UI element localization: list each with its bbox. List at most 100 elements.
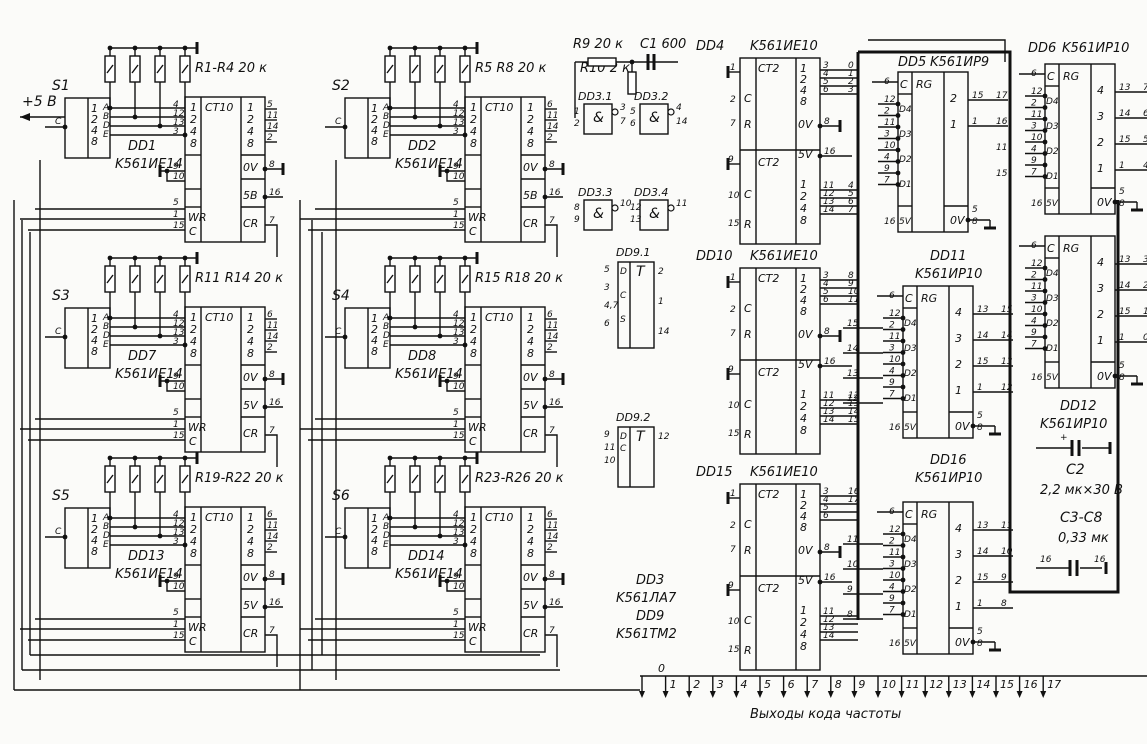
resistor-hatch [106,474,114,484]
pin-number: 8 [574,203,580,213]
output-weight: 8 [247,137,254,150]
pin-number: 12 [847,394,859,404]
arrow-down-icon [993,691,999,698]
output-arrow-10: 10 [875,676,896,698]
nand-gate-body [583,103,613,135]
pin-number: 10 [173,582,185,592]
output-weight: 1 [247,511,254,524]
pin-number: 4 [453,510,459,520]
pin-number: 11 [847,535,858,545]
chip-function: CT2 [758,62,779,75]
pin-number: 3 [453,127,459,137]
pin-number: 16 [1031,373,1043,383]
resistor-hatch [461,274,469,284]
resistor-hatch [436,274,444,284]
resistor-hatch [436,474,444,484]
pin-number: 7 [1031,168,1037,178]
junction-dot [1042,93,1048,99]
pin-function: 5B [243,189,258,202]
switch-label: S5 [52,488,70,504]
pin-number: 10 [1031,305,1043,315]
chip-designator: DD14 [408,549,445,564]
pin-number: 2 [889,537,895,547]
pin-number: 3 [889,344,895,354]
pin-function: 4 [1097,84,1104,97]
pin-number: 7 [889,606,895,616]
pin-number: 15 [173,631,185,641]
chip-function: CT2 [758,488,779,501]
pin-number: 16 [824,573,836,583]
junction-dot [895,147,901,153]
pin-function: D2 [899,155,912,165]
pin-number: 10 [173,172,185,182]
chip-designator: DD7 [128,349,157,364]
junction-dot [895,113,901,118]
pin-number: 2 [730,521,736,531]
pin-number: 12 [173,109,185,119]
junction-dot [900,566,906,571]
wire [265,634,278,667]
pin-number: 7 [549,216,555,226]
junction-dot [895,159,901,164]
wire [446,171,465,182]
pin-number: 10 [847,560,859,570]
pin-number: 6 [547,310,553,320]
pin-function: CR [243,427,258,440]
output-weight: 1 [800,388,807,401]
supply-label: +5 B [22,94,57,110]
junction-dot [895,182,901,187]
junction-dot [895,101,901,107]
chip-type: K561ИЕ10 [750,249,818,264]
pin-function: C [469,225,477,238]
flipflop-body [617,261,655,349]
pin-number: 5 [977,411,983,421]
inverter-bubble [611,108,619,116]
pin-number: 11 [823,607,834,617]
output-weight: 8 [800,640,807,653]
pin-number: 12 [884,95,896,105]
pin-number: 8 [549,160,555,170]
pin-number: 13 [453,118,465,128]
flipflop-function: T [636,429,646,445]
gate-name: DD3.1 [578,90,612,103]
output-pin-number: 4 [740,678,747,691]
pin-number: 2 [658,267,664,277]
left-bus [13,160,640,691]
pin-number: 1 [977,599,983,609]
legend-dd3-name: DD3 [636,573,664,588]
chip-function: CT10 [205,101,233,114]
pin-number: 11 [547,111,558,121]
pin-function: 0V [523,571,539,584]
pin-number: 6 [267,510,273,520]
output-weight: 1 [247,311,254,324]
pin-function: C [744,188,752,201]
output-arrow-8: 8 [827,676,842,698]
junction-dot [895,170,901,176]
input-weight: 8 [470,547,477,560]
output-weight: 1 [527,101,534,114]
pin-number: 3 [823,61,829,71]
pin-number: 11 [547,321,558,331]
output-weight: 1 [527,311,534,324]
junction-dot [1042,265,1048,271]
switch-common-label: C [335,327,342,337]
junction-dot [1042,162,1048,168]
pin-number: 16 [1040,555,1052,565]
output-weight: 8 [800,424,807,437]
output-pin-number: 3 [717,678,724,691]
arrow-down-icon [709,691,716,698]
output-weight: 2 [247,323,254,336]
chip-type: K561ИЕ14 [395,367,463,382]
legend-dd9-type: K561TM2 [616,627,677,642]
junction-dot [817,153,823,159]
pin-number: 9 [1031,328,1037,338]
input-weight: 2 [470,523,477,536]
pin-function: 0V [523,161,539,174]
output-weight: 2 [800,616,807,629]
switch-contact: D [103,331,110,341]
arrow-down-icon [1016,691,1023,698]
chip-function: CT10 [485,511,513,524]
pin-number: 5 [173,608,179,618]
switch-label: S2 [332,78,350,94]
